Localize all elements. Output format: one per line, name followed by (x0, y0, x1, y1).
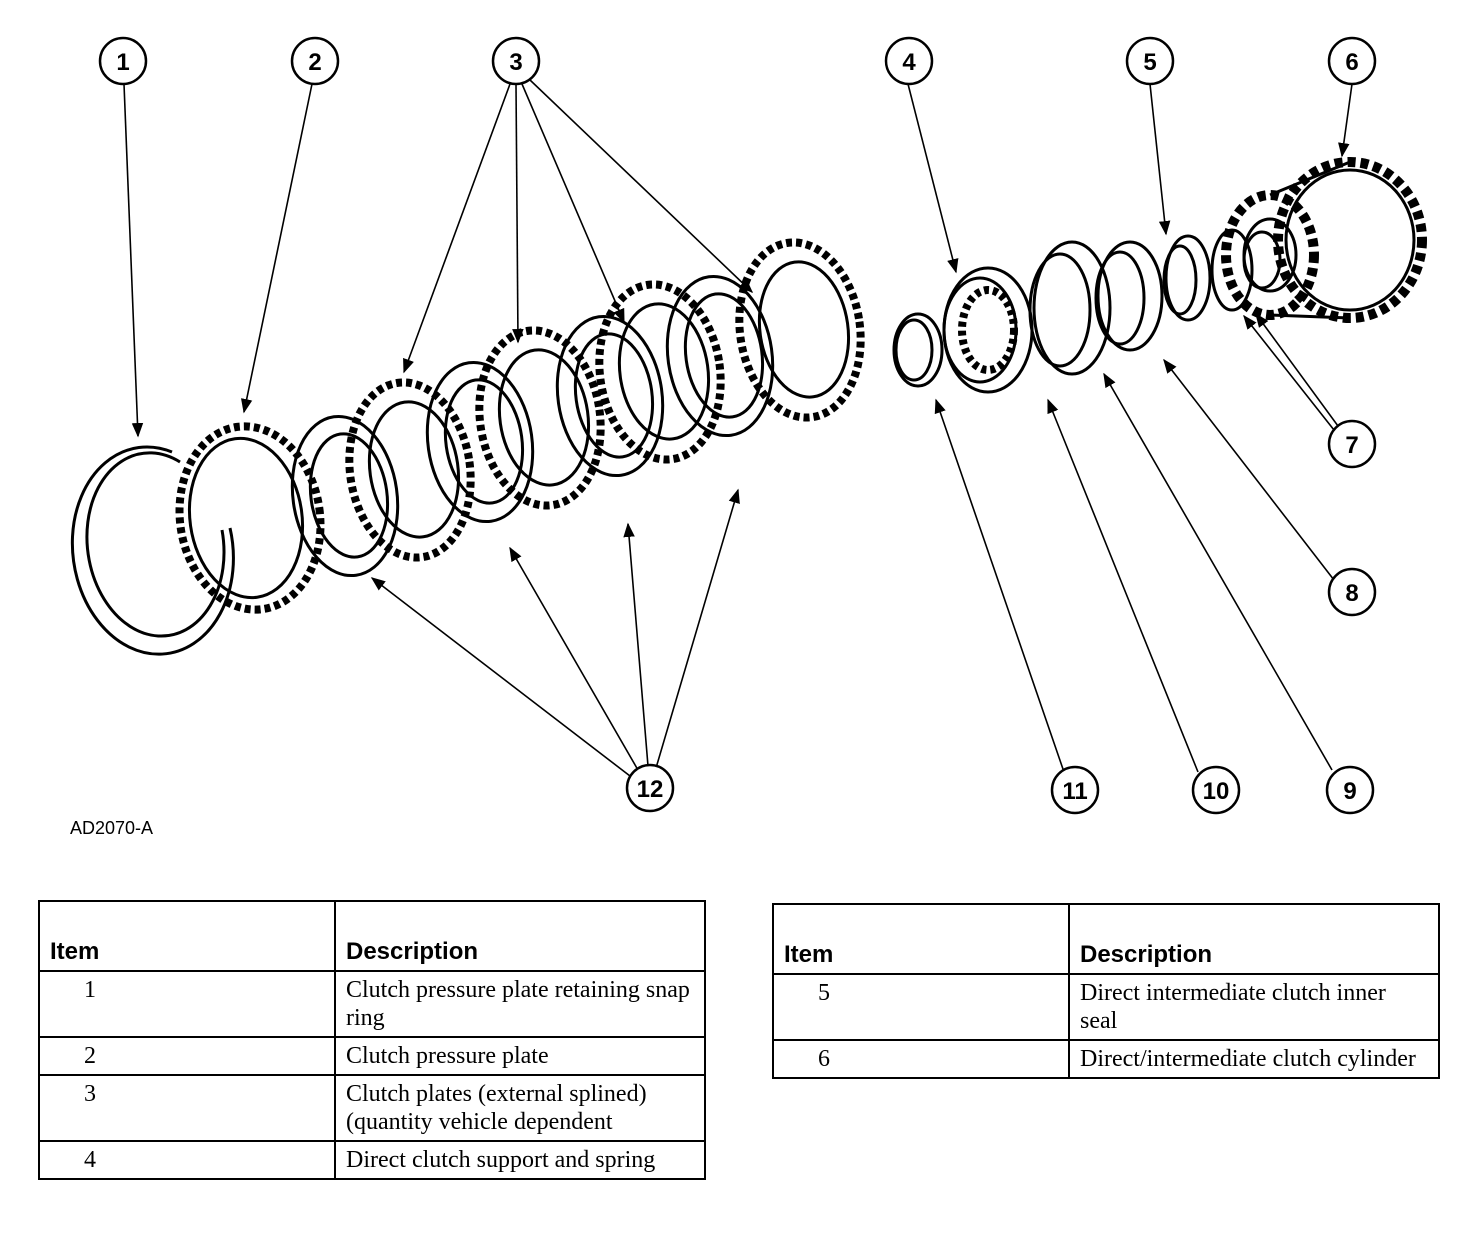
item-description: Clutch pressure plate retaining snap rin… (334, 970, 706, 1038)
callout-label: 9 (1343, 778, 1356, 805)
pressure-plate (175, 422, 325, 614)
table-row: 4 Direct clutch support and spring (38, 1140, 706, 1180)
header-description: Description (1068, 903, 1440, 975)
clutch-plate-friction (425, 360, 535, 524)
seal-rings (892, 228, 1254, 394)
callout-label: 6 (1345, 49, 1358, 76)
callout-2: 2 (290, 36, 340, 86)
callout-label: 1 (116, 49, 129, 76)
callout-12: 12 (625, 763, 675, 813)
table-row: 5 Direct intermediate clutch inner seal (772, 973, 1440, 1041)
parts-table-right: Item Description 5 Direct intermediate c… (772, 903, 1440, 1079)
figure-code: AD2070-A (70, 818, 154, 838)
header-item: Item (38, 900, 336, 972)
exploded-view-diagram: 1 2 3 4 5 6 7 8 9 10 11 12 (70, 36, 1427, 815)
table-row: 3 Clutch plates (external splined) (quan… (38, 1074, 706, 1142)
clutch-plate-friction (665, 274, 775, 438)
clutch-plate-stack (290, 238, 865, 578)
callout-label: 12 (637, 776, 664, 803)
item-number: 3 (38, 1074, 336, 1142)
item-description: Direct/intermediate clutch cylinder (1068, 1039, 1440, 1079)
item-number: 5 (772, 973, 1070, 1041)
clutch-plate-external (475, 326, 605, 510)
callout-7: 7 (1327, 419, 1377, 469)
table-row: 1 Clutch pressure plate retaining snap r… (38, 970, 706, 1038)
callout-11: 11 (1050, 765, 1100, 815)
item-description: Clutch plates (external splined) (quanti… (334, 1074, 706, 1142)
callout-1: 1 (98, 36, 148, 86)
snap-ring (70, 445, 235, 656)
clutch-plate-friction (555, 314, 665, 478)
clutch-plate-friction (290, 414, 400, 578)
item-number: 2 (38, 1036, 336, 1076)
clutch-plate-external (735, 238, 865, 422)
callout-label: 5 (1143, 49, 1156, 76)
callout-label: 3 (509, 49, 522, 76)
table-row: 2 Clutch pressure plate (38, 1036, 706, 1076)
item-description: Clutch pressure plate (334, 1036, 706, 1076)
item-number: 1 (38, 970, 336, 1038)
callout-4: 4 (884, 36, 934, 86)
callout-label: 4 (902, 49, 916, 76)
callout-8: 8 (1327, 567, 1377, 617)
callout-9: 9 (1325, 765, 1375, 815)
table-header-row: Item Description (38, 900, 706, 972)
callout-5: 5 (1125, 36, 1175, 86)
leader-lines (123, 79, 1353, 777)
table-header-row: Item Description (772, 903, 1440, 975)
item-description: Direct intermediate clutch inner seal (1068, 973, 1440, 1041)
callout-10: 10 (1191, 765, 1241, 815)
callout-label: 8 (1345, 580, 1358, 607)
item-number: 6 (772, 1039, 1070, 1079)
header-item: Item (772, 903, 1070, 975)
callout-6: 6 (1327, 36, 1377, 86)
parts-table-left: Item Description 1 Clutch pressure plate… (38, 900, 706, 1180)
item-number: 4 (38, 1140, 336, 1180)
header-description: Description (334, 900, 706, 972)
callout-label: 7 (1345, 432, 1358, 459)
table-row: 6 Direct/intermediate clutch cylinder (772, 1039, 1440, 1079)
clutch-cylinder (1221, 157, 1427, 323)
callout-3: 3 (491, 36, 541, 86)
callout-label: 2 (308, 49, 321, 76)
item-description: Direct clutch support and spring (334, 1140, 706, 1180)
callout-label: 11 (1062, 778, 1087, 805)
clutch-plate-external (345, 378, 475, 562)
clutch-plate-external (595, 280, 725, 464)
callout-label: 10 (1203, 778, 1230, 805)
